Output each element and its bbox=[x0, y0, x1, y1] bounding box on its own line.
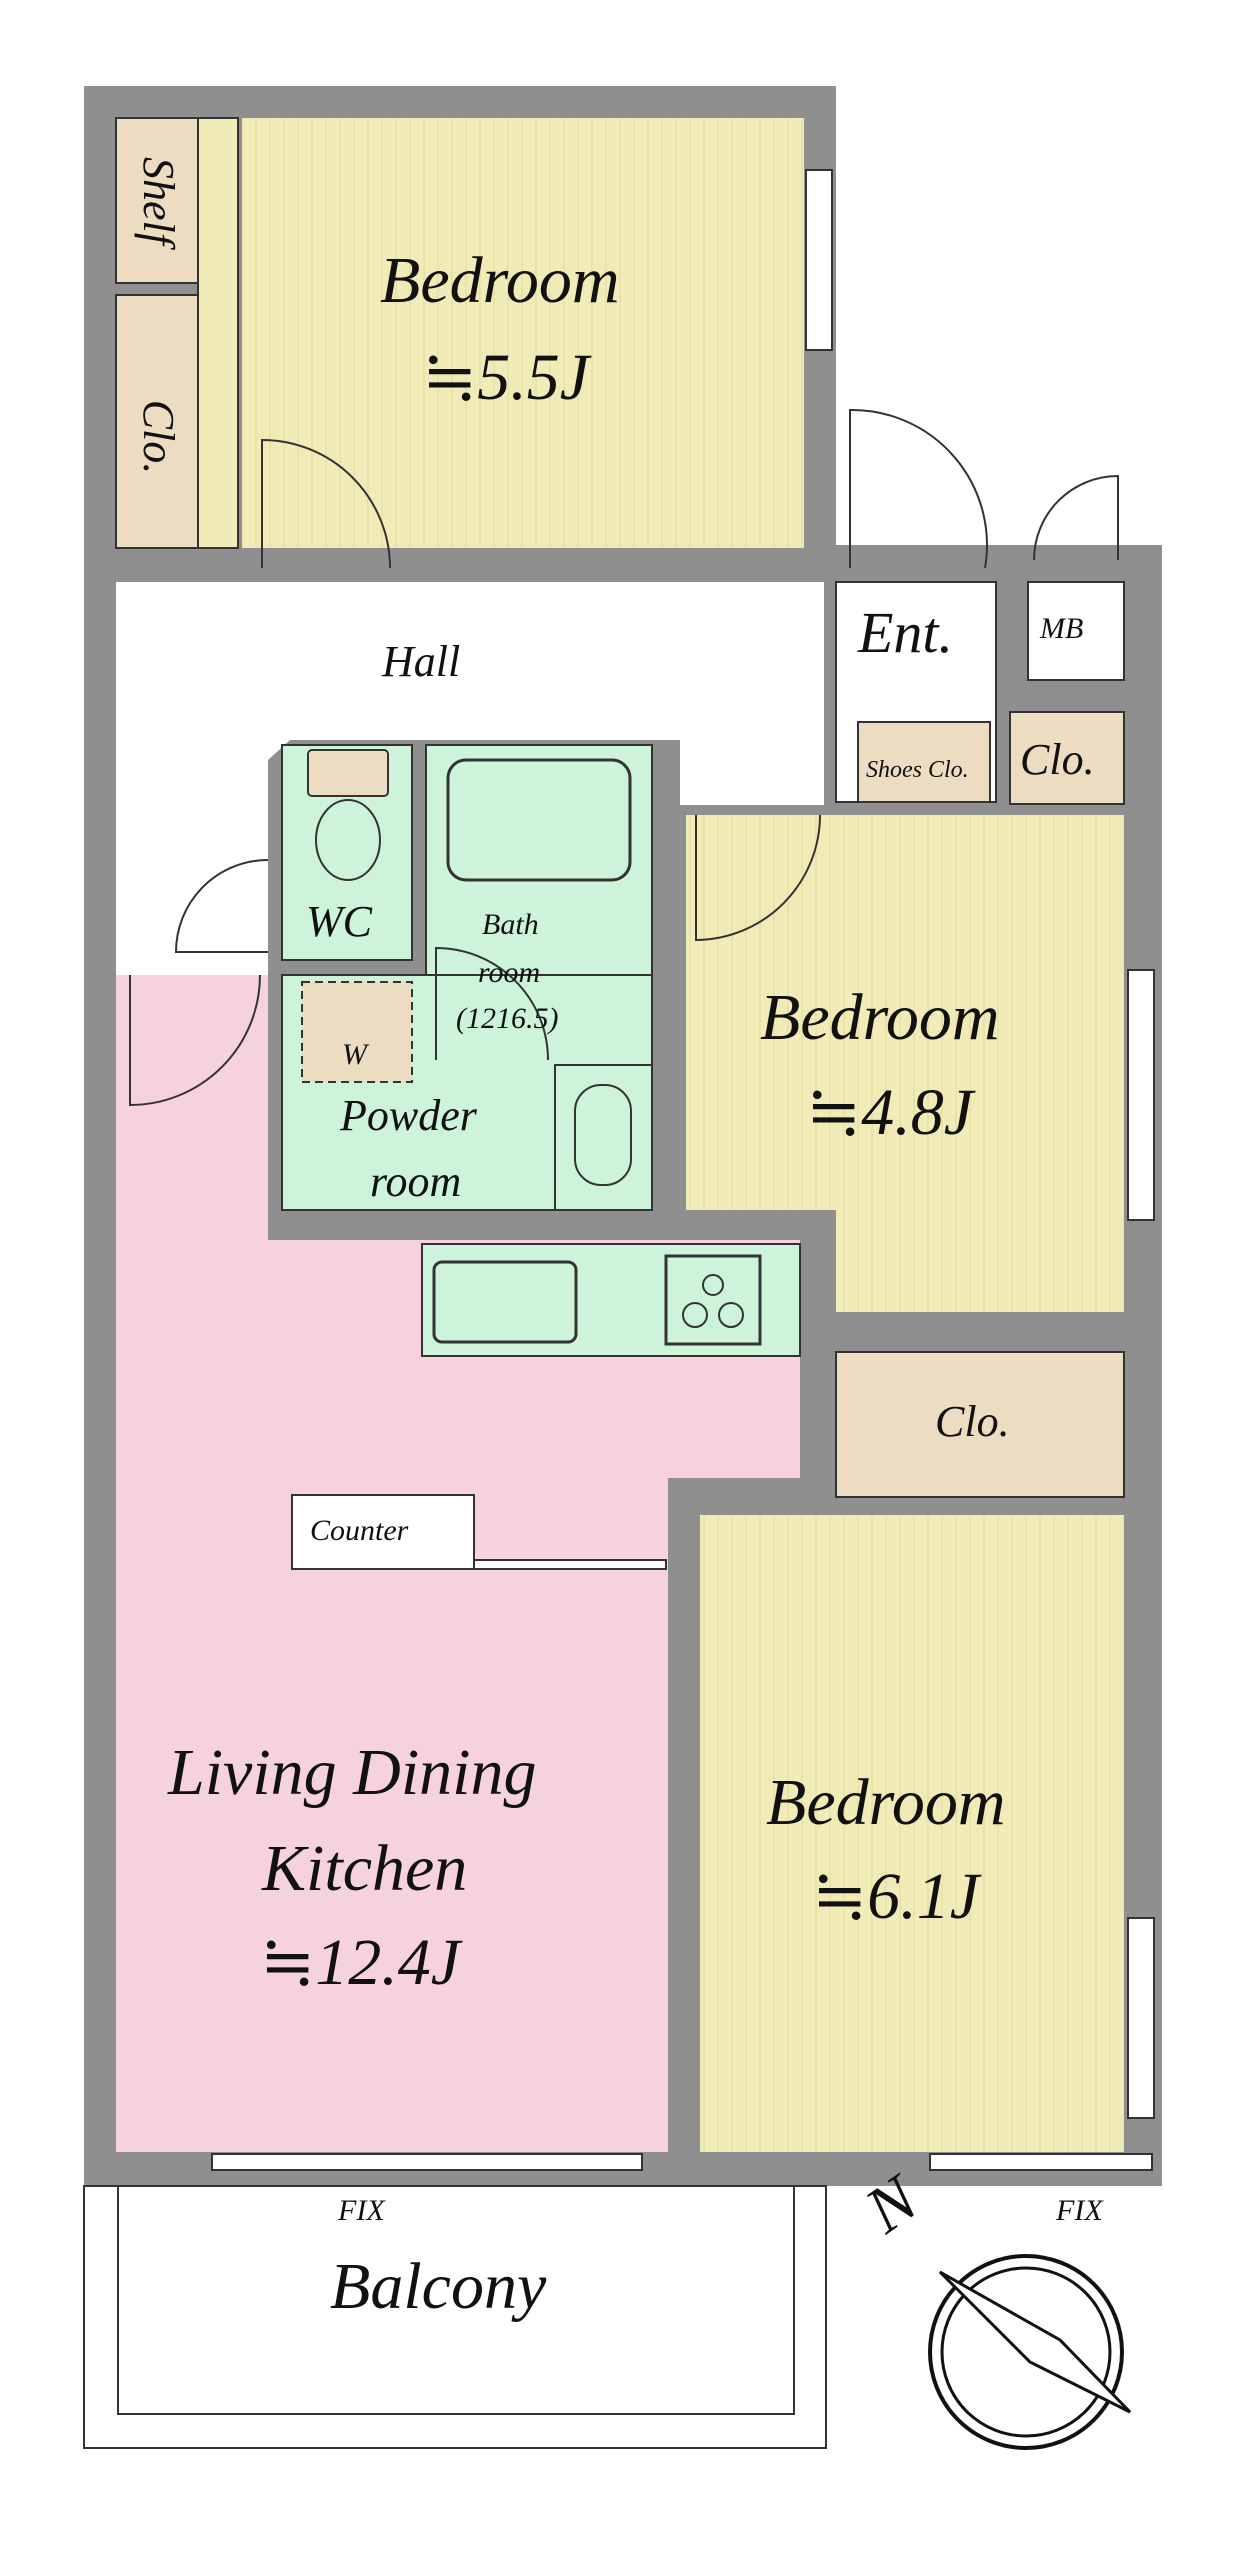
entrance-label: Ent. bbox=[858, 600, 954, 665]
bathroom-line2: room bbox=[478, 956, 541, 989]
fix-right-label: FIX bbox=[1056, 2194, 1103, 2227]
kitchen-stove bbox=[664, 1254, 762, 1346]
compass-rose bbox=[928, 2254, 1132, 2450]
ldk-size: ≒12.4J bbox=[260, 1926, 461, 1999]
kitchen-sink bbox=[432, 1260, 578, 1344]
toilet-tank bbox=[307, 749, 389, 797]
hall-label: Hall bbox=[382, 637, 461, 686]
bathroom-line1: Bath bbox=[482, 908, 539, 941]
mb-label: MB bbox=[1040, 612, 1084, 645]
window-fix-left bbox=[211, 2153, 643, 2171]
closet-middle-label: Clo. bbox=[935, 1397, 1010, 1446]
window-bedroom-1 bbox=[805, 169, 833, 351]
counter-block bbox=[291, 1494, 475, 1570]
hall-floor bbox=[116, 582, 824, 975]
bathtub bbox=[446, 758, 632, 882]
mb-area bbox=[1027, 581, 1125, 681]
bedroom-1-name: Bedroom bbox=[380, 244, 620, 317]
closet-entrance-area bbox=[1009, 711, 1125, 805]
door-bedroom-2 bbox=[695, 814, 821, 942]
bedroom-2-size: ≒4.8J bbox=[806, 1076, 974, 1149]
fix-left-label: FIX bbox=[338, 2194, 385, 2227]
window-fix-right bbox=[929, 2153, 1153, 2171]
bedroom-3-size: ≒6.1J bbox=[812, 1860, 980, 1933]
wc-label: WC bbox=[306, 897, 372, 946]
powder-room-line1: Powder bbox=[340, 1091, 477, 1140]
door-bathroom bbox=[435, 946, 549, 1061]
door-wc bbox=[174, 859, 269, 953]
balcony-inner bbox=[117, 2185, 795, 2415]
window-bedroom-3 bbox=[1127, 1917, 1155, 2119]
closet-panel bbox=[197, 117, 239, 549]
toilet-bowl bbox=[315, 799, 381, 881]
closet-top-left-area bbox=[115, 294, 199, 549]
bedroom-3-name: Bedroom bbox=[766, 1766, 1006, 1839]
bedroom-1-hatch bbox=[242, 118, 804, 548]
ldk-line1: Living Dining bbox=[168, 1736, 537, 1809]
vanity-basin bbox=[574, 1084, 632, 1186]
counter-label: Counter bbox=[310, 1514, 409, 1547]
door-mb bbox=[1033, 474, 1119, 561]
notch-entrance bbox=[836, 410, 996, 545]
closet-entrance-label: Clo. bbox=[1020, 735, 1095, 784]
closet-top-left-label: Clo. bbox=[134, 399, 183, 475]
bedroom-1-size: ≒5.5J bbox=[422, 341, 590, 414]
shoes-closet-area bbox=[857, 721, 991, 803]
closet-middle-area bbox=[835, 1351, 1125, 1498]
door-ldk bbox=[129, 974, 261, 1107]
shelf-label: Shelf bbox=[134, 157, 183, 245]
ldk-line2: Kitchen bbox=[262, 1832, 468, 1905]
window-bedroom-2 bbox=[1127, 969, 1155, 1221]
bedroom-2-name: Bedroom bbox=[760, 981, 1000, 1054]
shoes-closet-label: Shoes Clo. bbox=[866, 757, 969, 783]
door-bedroom-1 bbox=[261, 438, 391, 569]
washer-label: W bbox=[342, 1038, 367, 1071]
door-entrance bbox=[849, 408, 988, 569]
powder-room-line2: room bbox=[370, 1157, 462, 1206]
washer-space bbox=[301, 981, 413, 1083]
balcony-label: Balcony bbox=[330, 2250, 547, 2323]
bathroom-line3: (1216.5) bbox=[456, 1002, 559, 1035]
